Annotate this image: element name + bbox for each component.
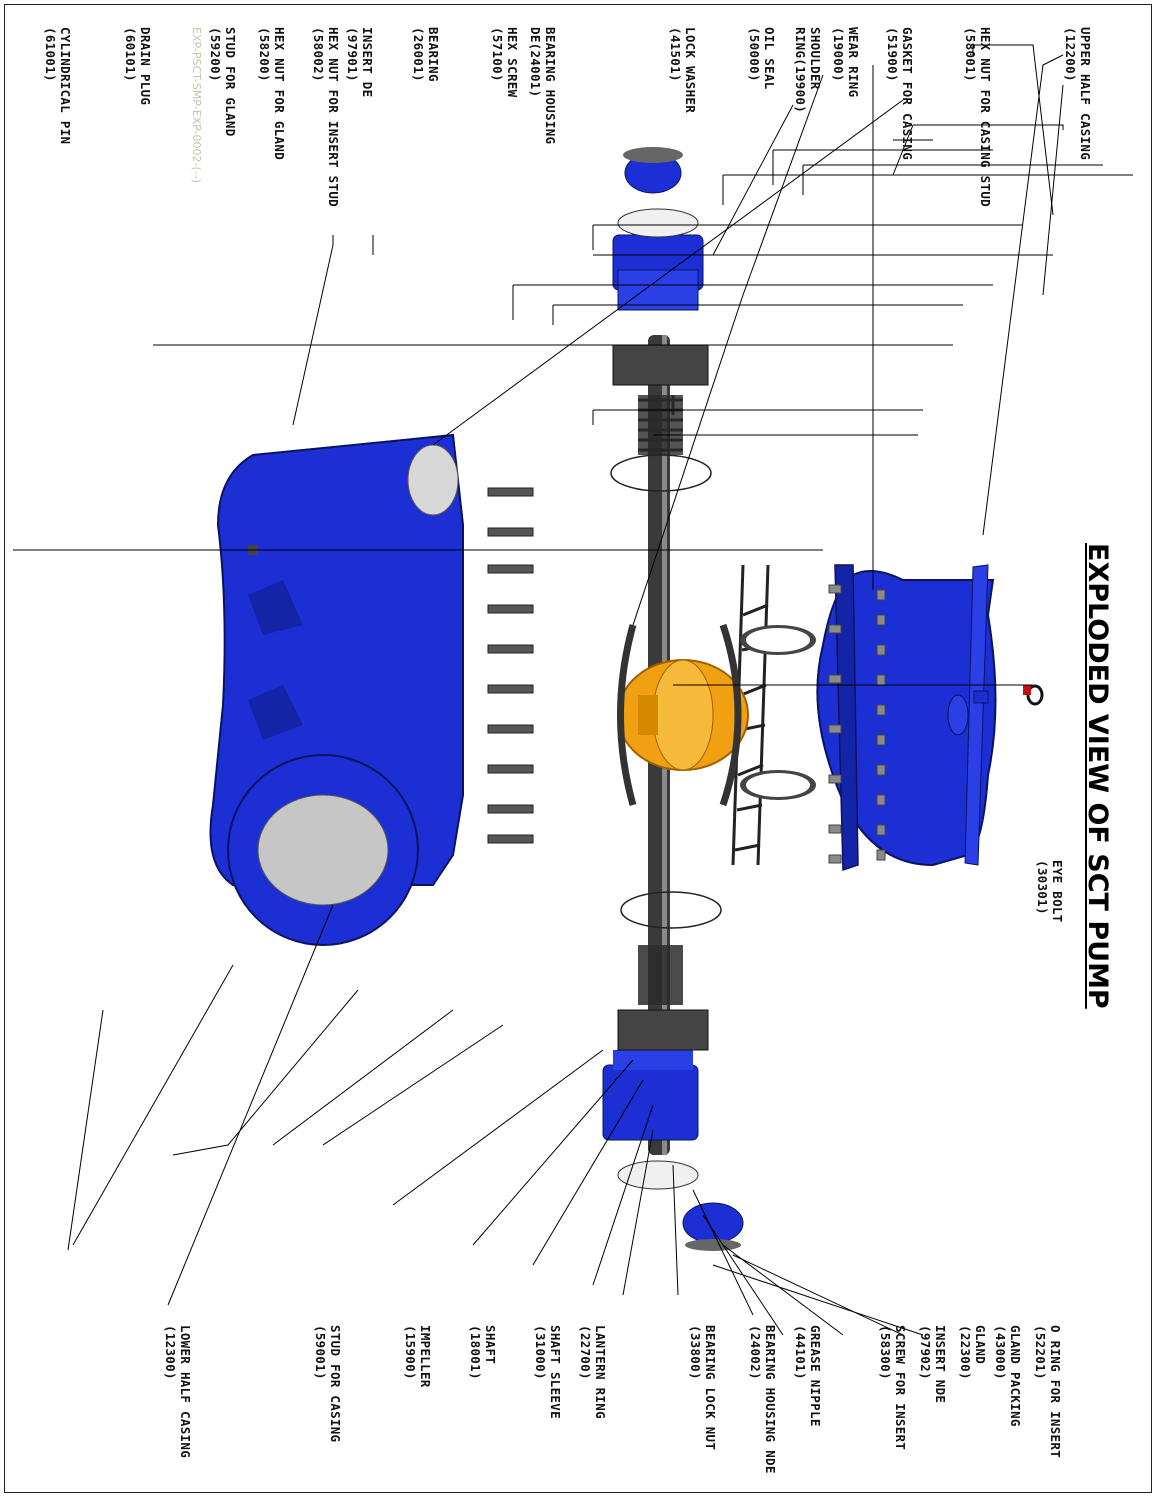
label-eye-bolt: EYE BOLT (30301) — [1035, 860, 1065, 923]
label-cylindrical-pin: CYLINDRICAL PIN (61001) — [43, 27, 73, 145]
label-lantern-ring: LANTERN RING (22700) — [578, 1325, 608, 1419]
label-oil-seal: OIL SEAL (50000) — [747, 27, 777, 90]
drawing-sheet: EXPLODED VIEW OF SCT PUMP EXP-PSCT-SMP-E… — [4, 4, 1152, 1493]
label-wear-ring: WEAR RING (19000) — [831, 27, 861, 98]
label-o-ring-insert: O RING FOR INSERT (52201) — [1033, 1325, 1063, 1459]
leader-lines — [13, 44, 1133, 1336]
label-bearing-housing-de: BEARING HOUSING DE(24001) — [528, 27, 558, 145]
label-gasket-for-casing: GASKET FOR CASING (51900) — [885, 27, 915, 161]
label-drain-plug: DRAIN PLUG (60101) — [123, 27, 153, 106]
label-impeller: IMPELLER (15900) — [403, 1325, 433, 1388]
label-stud-for-casing: STUD FOR CASING (59001) — [313, 1325, 343, 1443]
label-gland-packing: GLAND PACKING (43000) — [993, 1325, 1023, 1427]
label-shoulder-ring: SHOULDER RING(19900) — [793, 27, 823, 114]
label-hex-nut-gland: HEX NUT FOR GLAND (58200) — [257, 27, 287, 161]
rotated-drawing: EXPLODED VIEW OF SCT PUMP EXP-PSCT-SMP-E… — [5, 5, 1153, 1494]
label-bearing-lock-nut: BEARING LOCK NUT (33800) — [688, 1325, 718, 1451]
impeller-part — [617, 623, 816, 807]
label-hex-nut-casing-stud: HEX NUT FOR CASING STUD (58001) — [963, 27, 993, 207]
label-screw-for-insert: SCREW FOR INSERT (58300) — [878, 1325, 908, 1451]
drawing-title: EXPLODED VIEW OF SCT PUMP — [1082, 543, 1113, 1009]
label-stud-for-gland: STUD FOR GLAND (59200) — [208, 27, 238, 137]
watermark-text: EXP-PSCT-SMP-EXP-0002-(--) — [190, 27, 203, 183]
de-end-assembly — [610, 147, 712, 492]
label-hex-nut-insert-stud: HEX NUT FOR INSERT STUD (58002) — [311, 27, 341, 207]
label-hex-screw: HEX SCREW (57100) — [490, 27, 520, 98]
label-insert-nde: INSERT NDE (97902) — [918, 1325, 948, 1404]
label-shaft-sleeve: SHAFT SLEEVE (31000) — [533, 1325, 563, 1419]
label-grease-nipple: GREASE NIPPLE (44101) — [793, 1325, 823, 1427]
label-gland: GLAND (22300) — [958, 1325, 988, 1380]
label-bearing: BEARING (26001) — [411, 27, 441, 82]
upper-half-casing-part — [816, 564, 997, 872]
label-insert-de: INSERT DE (97901) — [345, 27, 375, 98]
lower-half-casing-part — [209, 433, 534, 946]
label-lock-washer: LOCK WASHER (41501) — [668, 27, 698, 114]
assembly-drawing — [13, 44, 1133, 1336]
label-shaft: SHAFT (18001) — [468, 1325, 498, 1380]
eye-bolt-part — [1023, 684, 1044, 706]
label-bearing-housing-nde: BEARING HOUSING NDE (24002) — [748, 1325, 778, 1474]
label-lower-half-casing: LOWER HALF CASING (12300) — [163, 1325, 193, 1459]
nde-end-assembly — [602, 891, 744, 1251]
label-upper-half-casing: UPPER HALF CASING (12200) — [1063, 27, 1093, 161]
